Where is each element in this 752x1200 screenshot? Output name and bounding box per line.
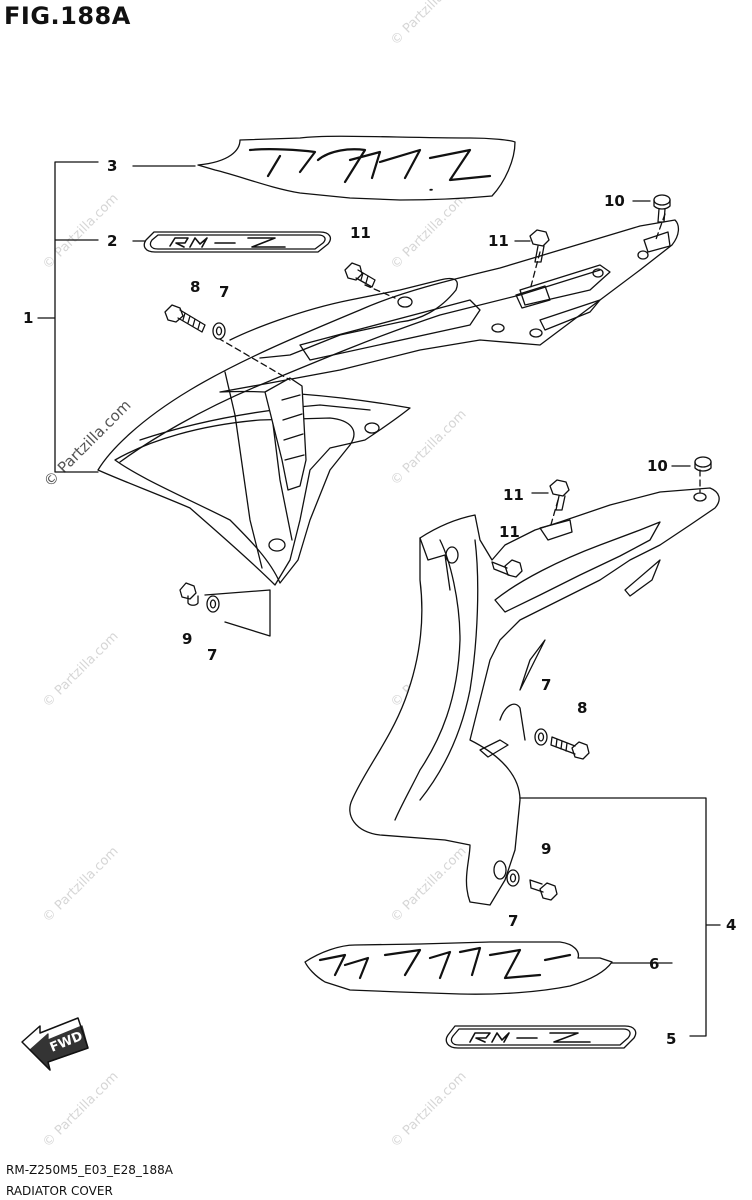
callout-9: 9 — [541, 840, 551, 858]
callout-10: 10 — [604, 192, 625, 210]
washer-7-lower-b — [506, 869, 520, 887]
lower-cover-inner-ridge — [394, 539, 479, 821]
decal-2-inner — [149, 234, 326, 250]
decal-6-letters — [318, 946, 572, 980]
lower-cover-edge — [419, 537, 526, 741]
mount-bracket — [539, 519, 573, 541]
callout-11: 11 — [499, 523, 520, 541]
callout-1: 1 — [23, 309, 33, 327]
mount-bracket — [643, 231, 671, 253]
diagram-code: RM-Z250M5_E03_E28_188A — [6, 1163, 173, 1177]
callout-11: 11 — [350, 224, 371, 242]
mount-hole — [529, 328, 543, 338]
bolt-10-lower — [694, 456, 712, 472]
leader-line — [204, 589, 271, 637]
mount-bracket — [515, 285, 551, 309]
bolt-9-lower — [529, 879, 558, 901]
upper-cover-vent — [224, 371, 263, 569]
mount-hole — [364, 422, 380, 434]
mount-hole — [637, 250, 649, 260]
lower-cover-slot-2 — [519, 639, 546, 691]
decal-6-outline — [304, 941, 613, 995]
mount-hole — [491, 323, 505, 333]
upper-cover-slot — [299, 299, 481, 361]
dashed-line — [217, 337, 291, 381]
mount-hole — [693, 492, 707, 502]
bolt-9-upper — [179, 582, 199, 606]
callout-5: 5 — [666, 1030, 676, 1048]
decal-3-letters — [248, 148, 492, 184]
decal-2-letters — [169, 237, 286, 248]
callout-10: 10 — [647, 457, 668, 475]
callout-7: 7 — [219, 283, 229, 301]
upper-cover-outline — [97, 219, 680, 586]
upper-cover-tab — [229, 277, 458, 359]
hinge-strip — [264, 377, 307, 491]
decal-3-label: RMZ — [430, 189, 433, 191]
callout-1-bracket — [37, 161, 99, 473]
callout-7: 7 — [508, 912, 518, 930]
washer-7-upper — [212, 322, 226, 340]
fwd-arrow-icon — [21, 1017, 89, 1071]
callout-3: 3 — [107, 157, 117, 175]
bolt-10-upper — [653, 194, 671, 223]
bolt-11-lower-b — [491, 559, 523, 578]
mount-hole — [592, 268, 604, 278]
dashed-line — [654, 213, 666, 243]
washer-7-upper-b — [206, 595, 220, 613]
diagram-name: RADIATOR COVER — [6, 1184, 113, 1198]
upper-cover-slot-2 — [519, 264, 611, 306]
mount-hole — [397, 296, 413, 308]
callout-8: 8 — [577, 699, 587, 717]
mount-hole — [445, 546, 459, 564]
decal-5-inner — [450, 1028, 631, 1046]
dashed-line — [364, 284, 396, 299]
lower-cover-slot-3 — [479, 739, 509, 758]
bolt-11-upper-a — [344, 262, 376, 288]
bolt-8-lower — [550, 736, 590, 760]
mount-hole — [268, 538, 286, 552]
callout-2: 2 — [107, 232, 117, 250]
callout-6: 6 — [649, 955, 659, 973]
washer-7-lower-a — [534, 728, 548, 746]
callout-11: 11 — [488, 232, 509, 250]
callout-4: 4 — [726, 916, 736, 934]
bolt-11-upper-b — [529, 229, 550, 263]
callout-9: 9 — [182, 630, 192, 648]
hinge-ribs — [281, 394, 305, 461]
callout-11: 11 — [503, 486, 524, 504]
dashed-line — [529, 251, 541, 291]
callout-7: 7 — [207, 646, 217, 664]
callout-8: 8 — [190, 278, 200, 296]
decal-5-letters — [469, 1032, 591, 1043]
lower-cover-slot — [494, 521, 661, 613]
upper-cover-slot-3 — [539, 299, 601, 331]
bolt-11-lower-a — [549, 479, 570, 511]
lower-cover-slot-4 — [624, 559, 661, 597]
bolt-8-upper — [164, 304, 206, 333]
callout-4-bracket — [519, 797, 721, 1037]
lower-cover-outline — [349, 487, 720, 906]
figure-title: FIG.188A — [4, 2, 131, 30]
decal-3-outline — [197, 135, 516, 201]
mount-hole — [493, 860, 507, 880]
upper-cover-inner-ridge — [119, 269, 601, 463]
upper-cover-lower-panel — [114, 417, 355, 584]
callout-7: 7 — [541, 676, 551, 694]
